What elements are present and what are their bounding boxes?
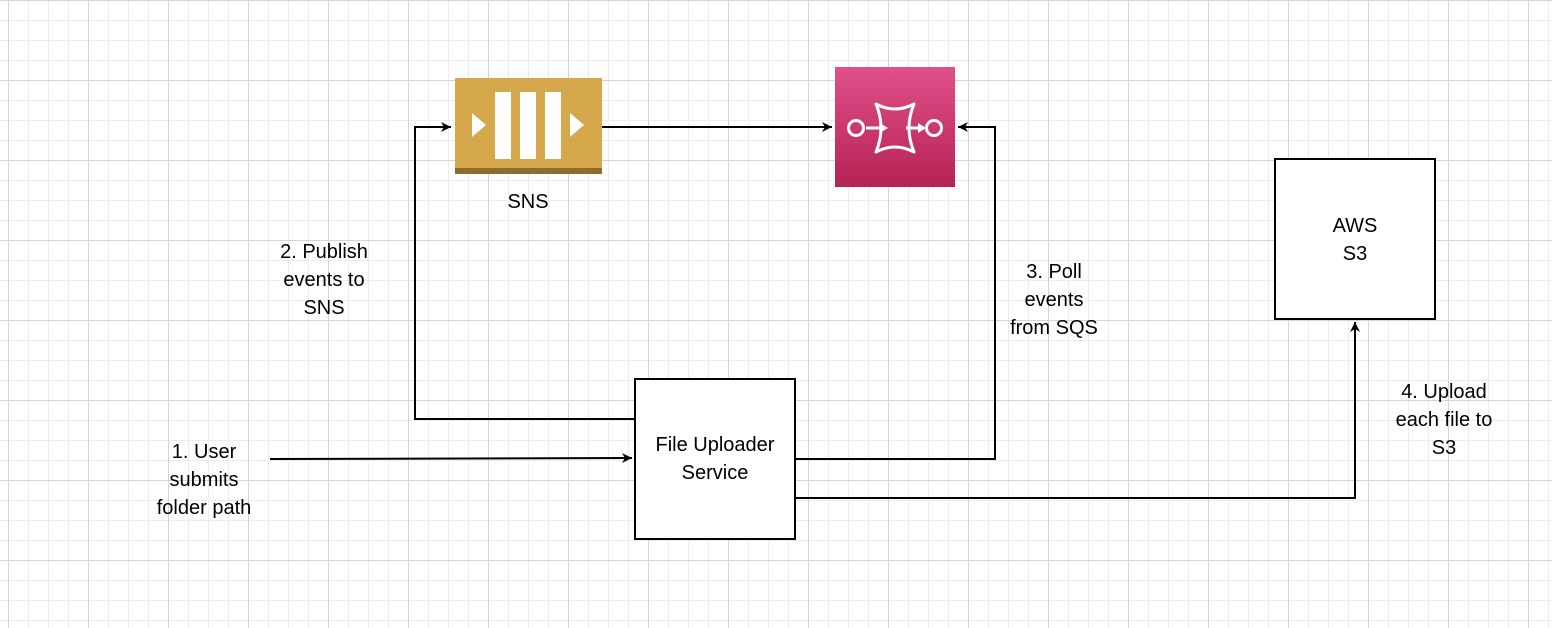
aws-s3-label: AWS S3 xyxy=(1332,215,1378,265)
file-uploader-service-label: File Uploader Service xyxy=(655,434,775,484)
edge-user-to-uploader[interactable] xyxy=(269,453,633,464)
edge-label-poll: 3. Poll events from SQS xyxy=(1010,261,1098,339)
sqs-icon[interactable] xyxy=(835,67,955,187)
edge-label-upload: 4. Upload each file to S3 xyxy=(1395,381,1493,459)
aws-s3-node[interactable]: AWS S3 xyxy=(1274,158,1436,320)
edge-uploader-polls-sqs[interactable] xyxy=(795,122,996,460)
edge-label-user-submit: 1. User submits folder path xyxy=(156,441,252,519)
file-uploader-service-node[interactable]: File Uploader Service xyxy=(634,378,796,540)
edge-label-publish: 2. Publish events to SNS xyxy=(280,241,368,319)
edge-uploader-to-sns[interactable] xyxy=(414,122,635,420)
sns-label: SNS xyxy=(507,191,549,213)
sns-queue-icon[interactable] xyxy=(455,78,602,174)
edge-uploader-to-s3[interactable] xyxy=(795,322,1360,499)
